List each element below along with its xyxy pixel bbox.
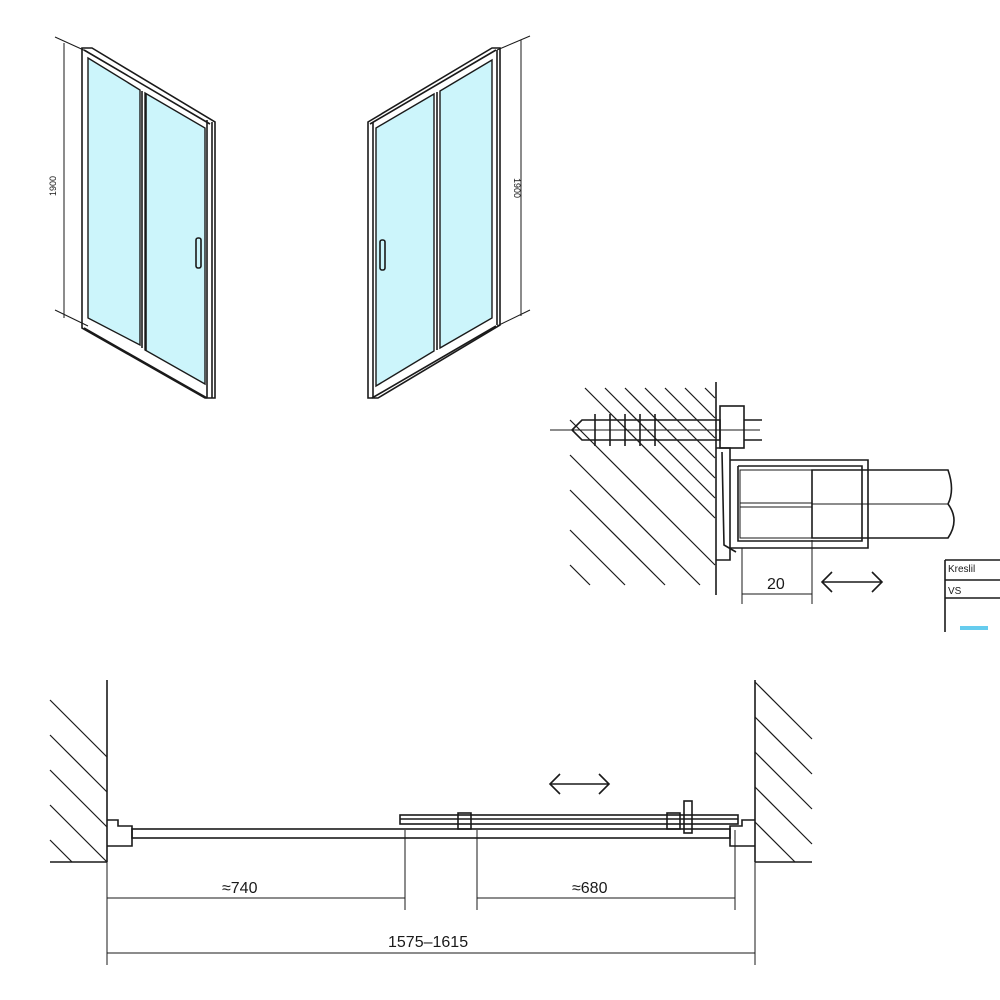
right-handle-icon: [379, 239, 386, 271]
logo-fragment-icon: [960, 626, 988, 630]
dim-total-label: 1575–1615: [388, 934, 468, 951]
profile-detail: 20: [550, 382, 955, 604]
left-door-isometric: 1900: [48, 36, 216, 399]
plan-view: ≈740 ≈680 1575–1615: [49, 680, 813, 965]
roller-left-icon: [457, 812, 472, 830]
title-block-author-value: VS: [948, 586, 962, 597]
dim-right-label: ≈680: [572, 880, 608, 897]
handle-plan-icon: [683, 800, 693, 834]
left-height-label: 1900: [48, 176, 58, 196]
title-block-author-label: Kreslil: [948, 564, 975, 575]
left-handle-icon: [195, 237, 202, 269]
dim-left-label: ≈740: [222, 880, 258, 897]
offset-label: 20: [767, 576, 785, 593]
roller-right-icon: [666, 812, 681, 830]
right-door-isometric: 1900: [367, 35, 531, 399]
title-block: Kreslil VS: [944, 559, 1000, 632]
right-height-label: 1900: [512, 178, 522, 198]
